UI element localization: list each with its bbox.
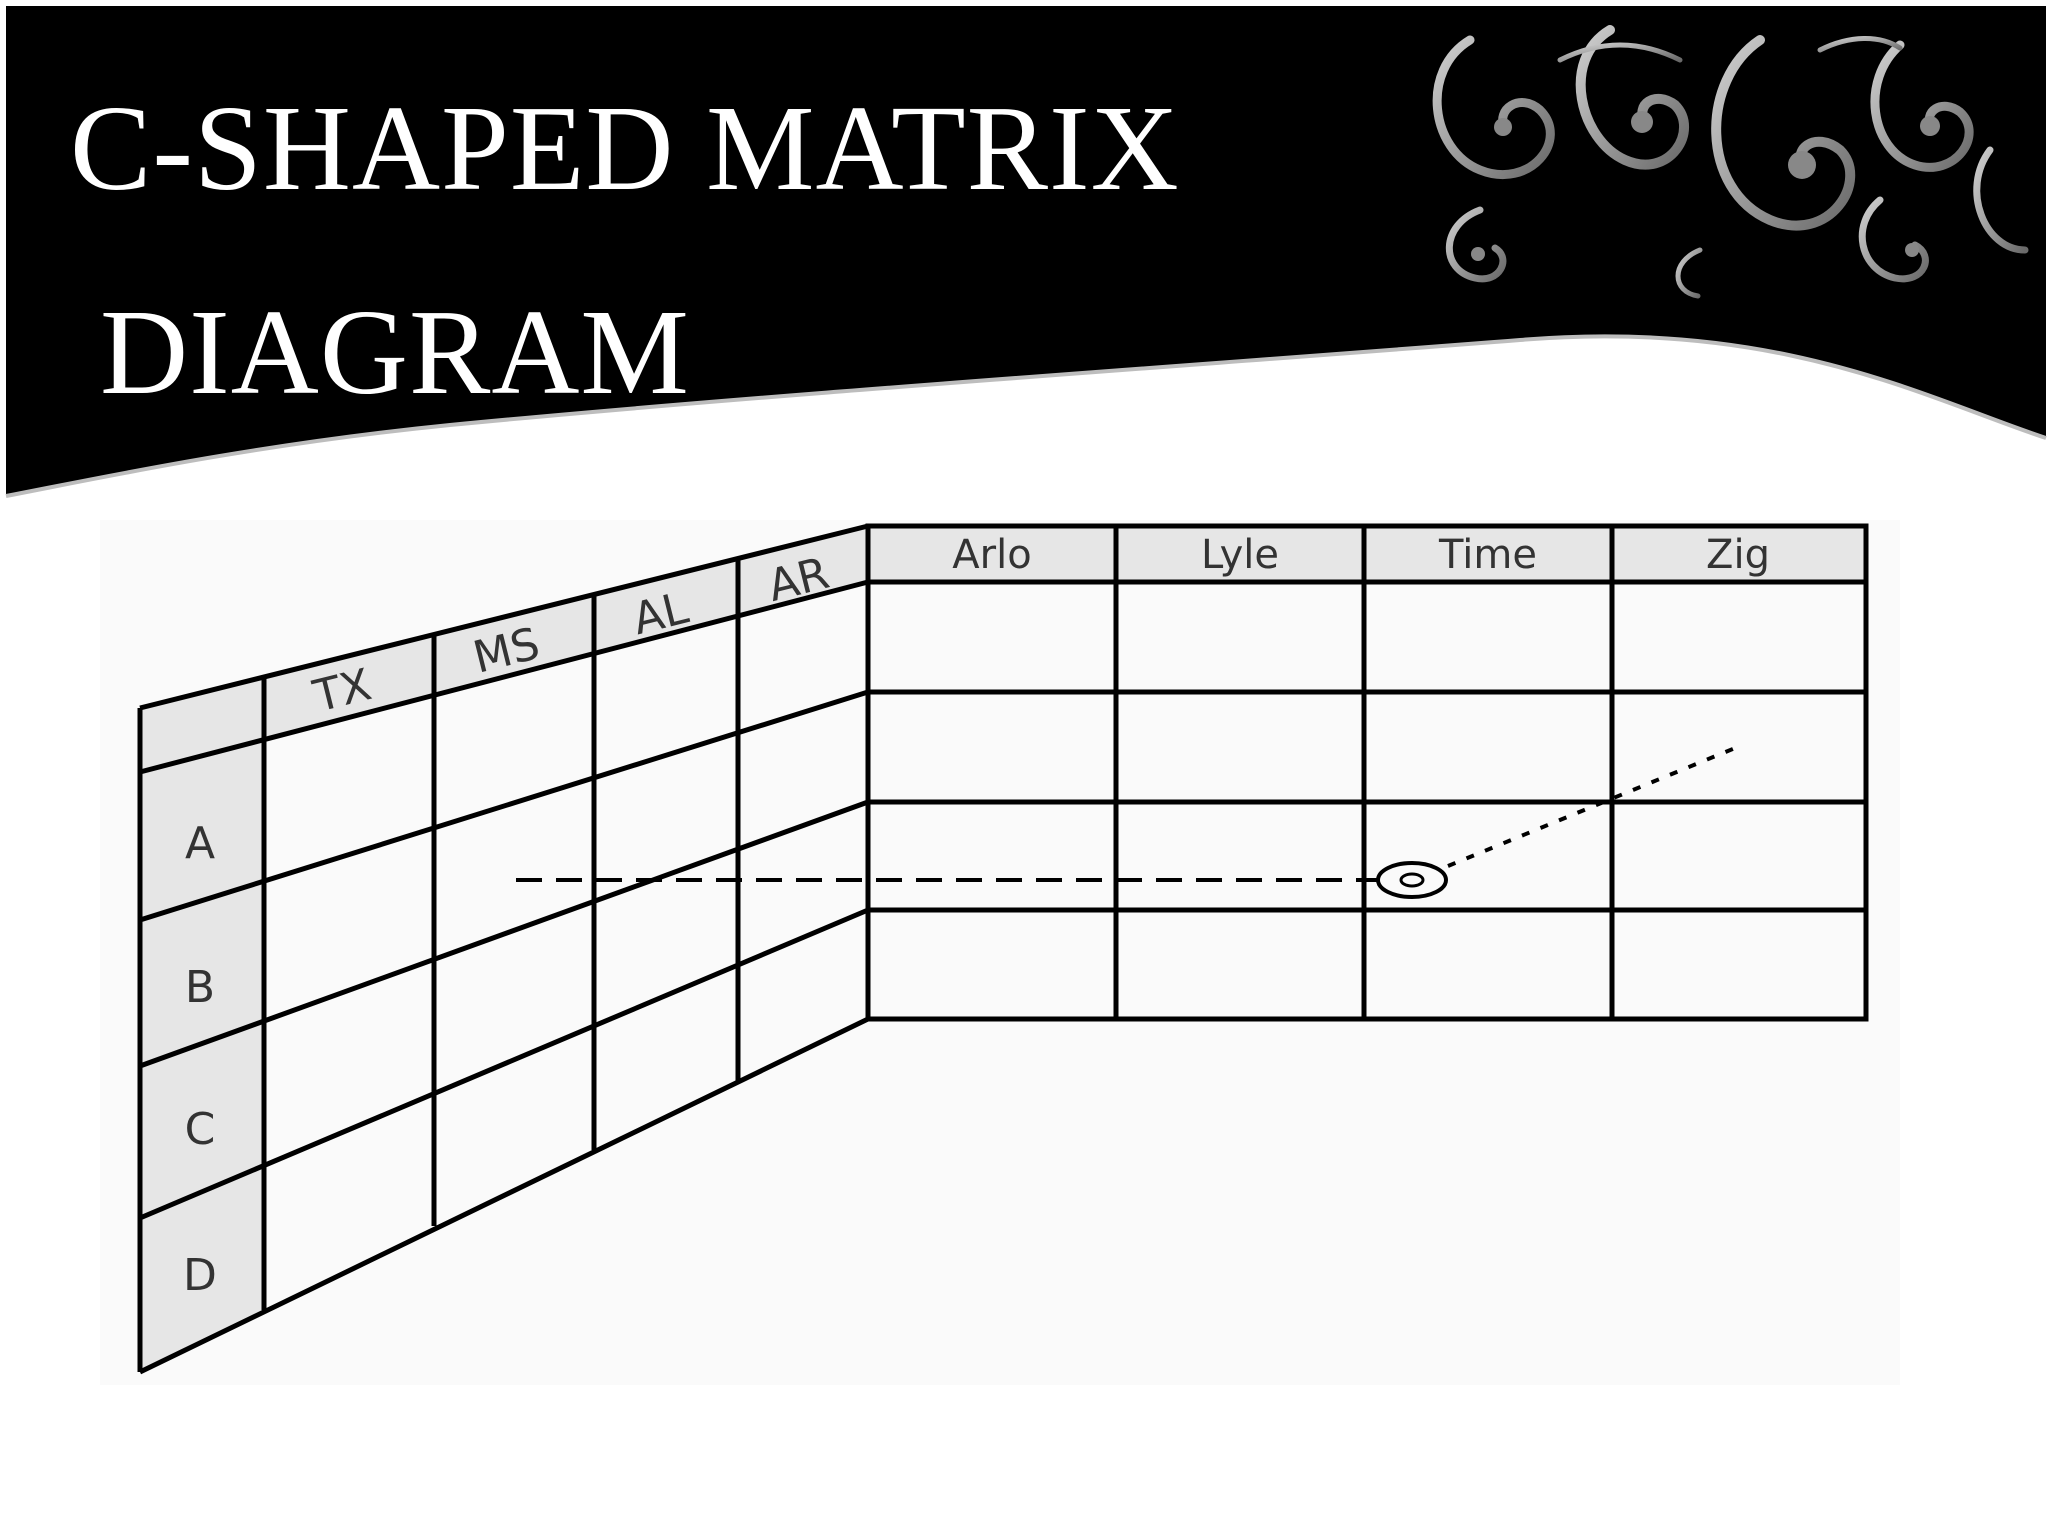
title-banner xyxy=(6,6,2046,496)
left-grid: TX MS AL AR A B C D xyxy=(137,523,871,1375)
left-row-header-band xyxy=(140,678,264,1372)
banner-edge-shadow xyxy=(5,334,2047,498)
right-col-header-time: Time xyxy=(1438,532,1537,578)
target-marker-icon xyxy=(1376,861,1448,899)
right-grid: Arlo Lyle Time Zig xyxy=(865,523,1869,1022)
left-col-header-band xyxy=(264,526,868,742)
right-header-band xyxy=(868,526,1866,582)
left-row-header-a: A xyxy=(185,818,215,869)
left-row-header-d: D xyxy=(183,1250,217,1301)
swirl-ornament-icon xyxy=(1432,25,2029,299)
left-row-header-c: C xyxy=(185,1104,216,1155)
diagonal-dotted-connector xyxy=(1447,744,1741,868)
left-row-header-b: B xyxy=(185,962,215,1013)
slide-title-line2: DIAGRAM xyxy=(100,285,690,420)
right-col-header-zig: Zig xyxy=(1706,532,1770,578)
right-col-header-arlo: Arlo xyxy=(952,532,1031,578)
slide-title-line1: C-SHAPED MATRIX xyxy=(70,81,1180,216)
right-col-header-lyle: Lyle xyxy=(1201,532,1279,578)
